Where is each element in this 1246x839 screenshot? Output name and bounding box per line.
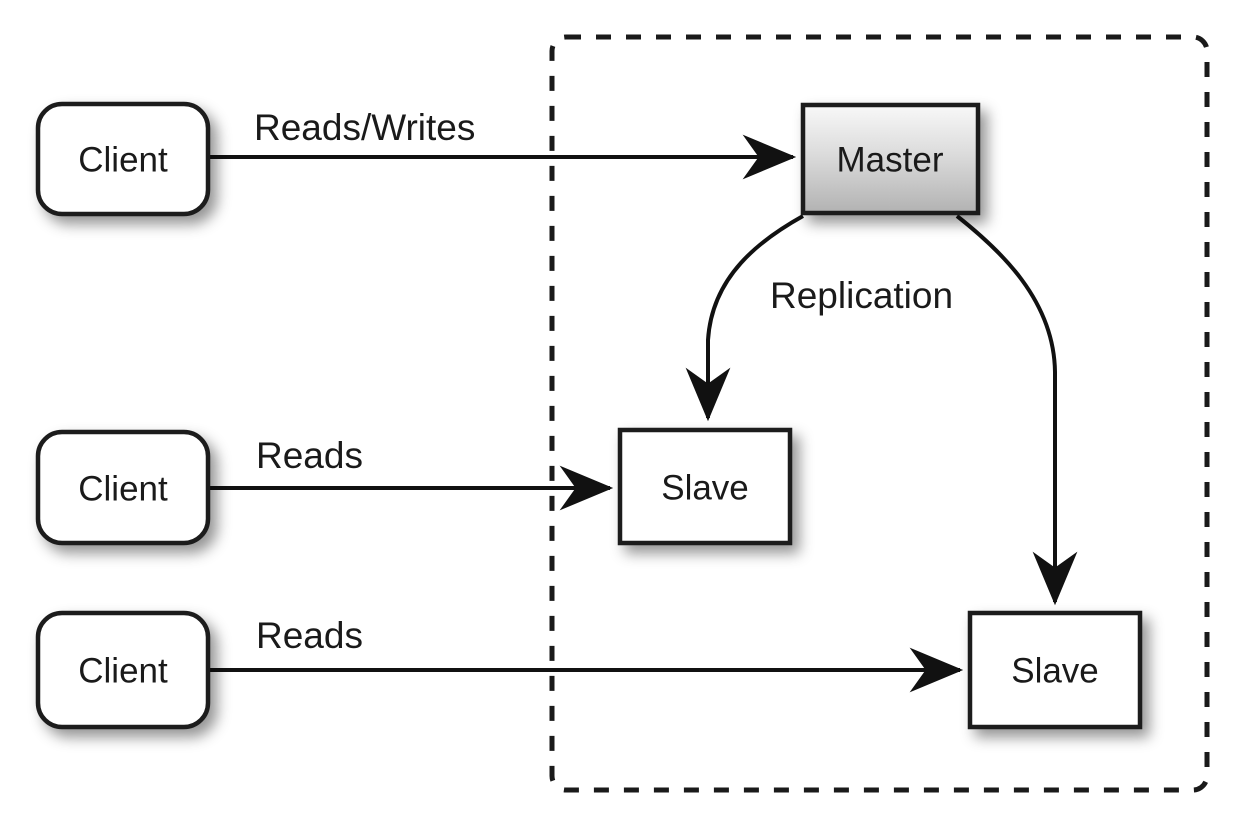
slave-2-label: Slave xyxy=(1011,652,1099,691)
edge-label-reads-writes: Reads/Writes xyxy=(254,107,475,148)
node-master[interactable]: Master xyxy=(800,102,981,216)
edge-label-reads-2: Reads xyxy=(256,615,363,656)
node-client-2[interactable]: Client xyxy=(35,429,211,546)
edge-label-reads-1: Reads xyxy=(256,435,363,476)
client-3-label: Client xyxy=(78,652,168,691)
node-client-1[interactable]: Client xyxy=(35,101,211,217)
client-3-shape xyxy=(35,610,211,730)
edge-label-replication: Replication xyxy=(770,275,953,316)
node-slave-2[interactable]: Slave xyxy=(967,610,1143,730)
client-1-shape xyxy=(35,101,211,217)
slave-2-shape xyxy=(967,610,1143,730)
edge-master-to-slave2-replication xyxy=(955,214,1078,606)
node-client-3[interactable]: Client xyxy=(35,610,211,730)
client-2-shape xyxy=(35,429,211,546)
client-1-label: Client xyxy=(78,141,168,180)
client-2-label: Client xyxy=(78,470,168,509)
edge-master-to-slave1-replication xyxy=(685,214,804,422)
slave-1-label: Slave xyxy=(661,469,749,508)
slave-1-shape xyxy=(617,427,793,546)
master-label: Master xyxy=(837,141,944,180)
node-slave-1[interactable]: Slave xyxy=(617,427,793,546)
master-shape xyxy=(800,102,981,216)
database-cluster-boundary xyxy=(549,34,1210,793)
